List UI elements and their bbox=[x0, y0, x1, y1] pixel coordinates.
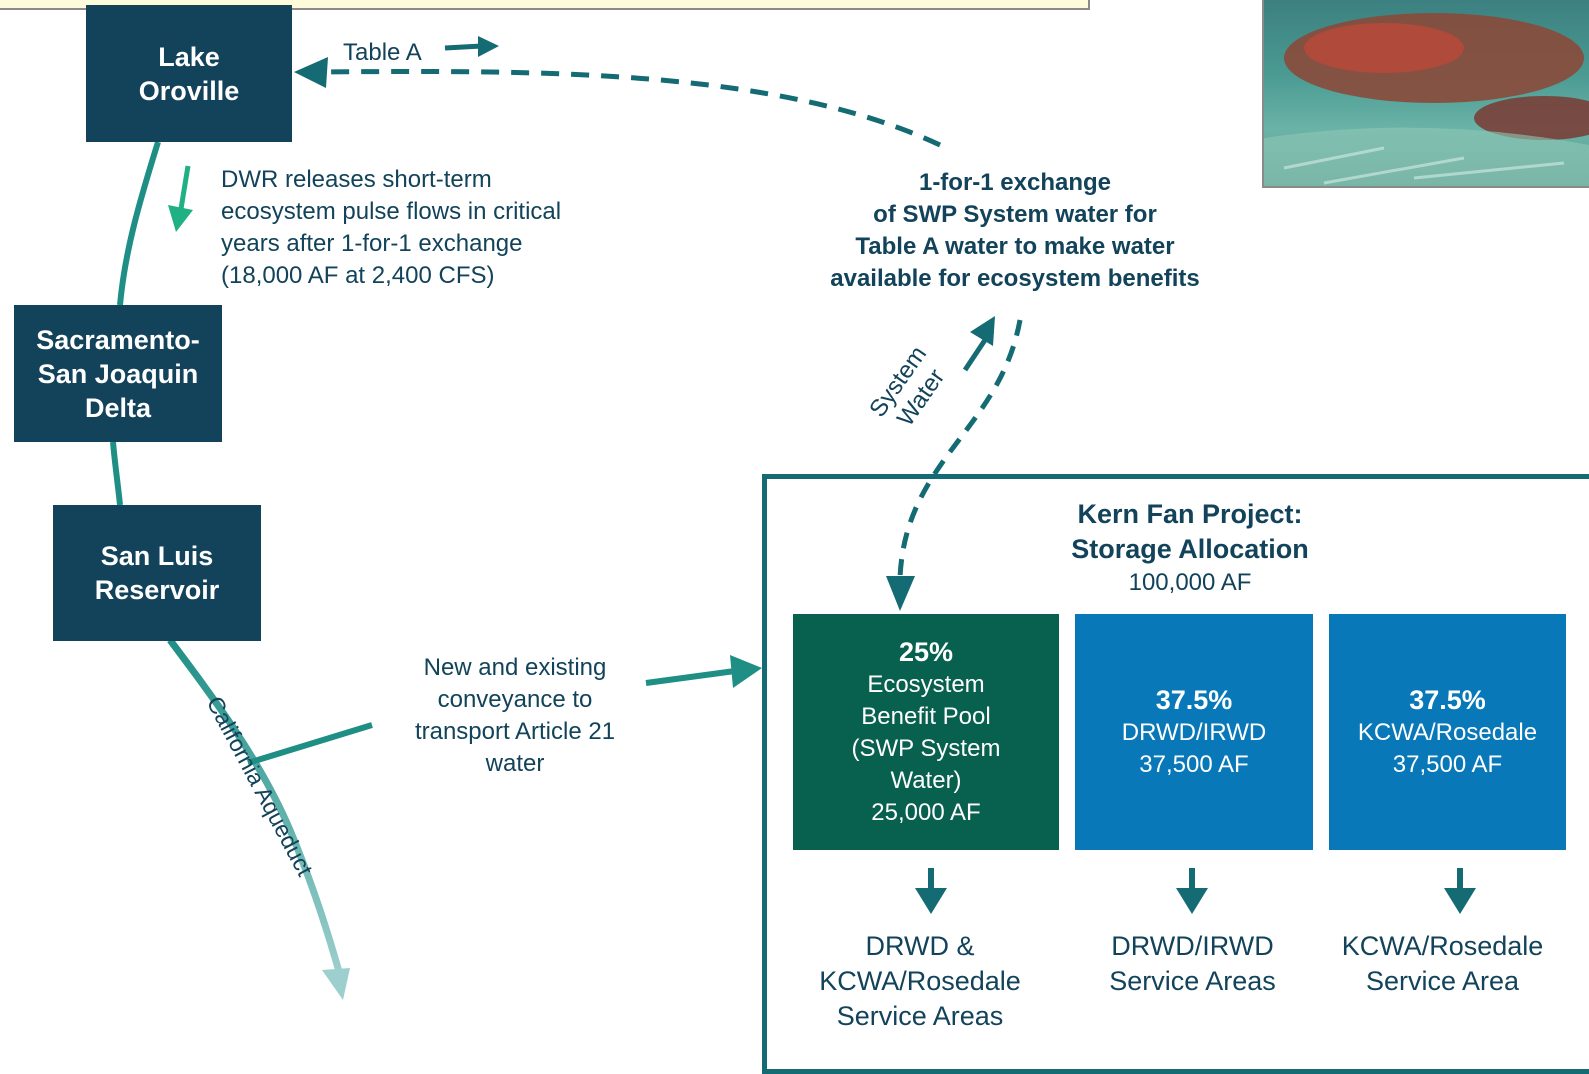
node-lake-oroville-line: Oroville bbox=[138, 75, 240, 106]
service-arrow-3 bbox=[1444, 868, 1476, 914]
pool-line: Water) bbox=[890, 767, 962, 794]
node-delta-line: San Joaquin bbox=[37, 358, 199, 389]
node-lake-oroville: Lake Oroville bbox=[86, 5, 292, 142]
conveyance-branch-line bbox=[247, 722, 373, 766]
pulse-flows-label: DWR releases short-term ecosystem pulse … bbox=[221, 164, 561, 292]
node-delta-line: Sacramento- bbox=[36, 324, 200, 355]
pulse-arrowhead bbox=[168, 205, 193, 232]
pool-percent: 37.5% bbox=[1409, 685, 1486, 715]
pool-ecosystem-benefit: 25% Ecosystem Benefit Pool (SWP System W… bbox=[793, 614, 1059, 850]
service-area-2: DRWD/IRWD Service Areas bbox=[1070, 929, 1315, 999]
conveyance-arrowhead bbox=[730, 655, 762, 688]
system-water-arrowhead-up bbox=[970, 316, 995, 346]
table-a-label-arrow-line bbox=[444, 43, 483, 51]
system-water-up-arrow-line bbox=[962, 338, 988, 372]
flow-connectors bbox=[110, 36, 1476, 1000]
pool-line: Benefit Pool bbox=[861, 703, 991, 730]
pool-line: 25,000 AF bbox=[871, 799, 981, 826]
table-a-label: Table A bbox=[343, 39, 422, 66]
pool-line: Ecosystem bbox=[867, 671, 985, 698]
conveyance-line: transport Article 21 bbox=[414, 718, 616, 745]
node-delta: Sacramento- San Joaquin Delta bbox=[14, 305, 222, 442]
kern-fan-title-line: Kern Fan Project: bbox=[1077, 499, 1303, 529]
service-area-3: KCWA/Rosedale Service Area bbox=[1315, 929, 1570, 999]
california-aqueduct-line bbox=[167, 637, 344, 976]
system-water-arrowhead-down bbox=[886, 576, 915, 611]
pool-line: 37,500 AF bbox=[1139, 751, 1249, 778]
top-banner bbox=[0, 0, 1090, 10]
service-area-line: Service Areas bbox=[1109, 966, 1276, 996]
service-arrow-2 bbox=[1176, 868, 1208, 914]
conveyance-line: water bbox=[485, 750, 545, 777]
exchange-line: of SWP System water for bbox=[873, 201, 1157, 228]
node-delta-line: Delta bbox=[84, 392, 152, 423]
pool-percent: 25% bbox=[898, 637, 954, 667]
conveyance-arrow-line bbox=[645, 668, 736, 686]
service-area-line: Service Area bbox=[1365, 966, 1520, 996]
node-san-luis-line: Reservoir bbox=[94, 575, 220, 605]
river-line bbox=[110, 441, 123, 506]
conveyance-label: New and existing conveyance to transport… bbox=[390, 652, 640, 780]
system-water-dashed-arrow bbox=[897, 319, 1023, 579]
pulse-flows-line: ecosystem pulse flows in critical bbox=[221, 198, 562, 225]
table-a-dashed-arrow bbox=[319, 68, 942, 148]
exchange-line: Table A water to make water bbox=[855, 233, 1175, 260]
node-san-luis-line: San Luis bbox=[100, 541, 214, 571]
node-lake-oroville-line: Lake bbox=[158, 41, 220, 72]
node-san-luis: San Luis Reservoir bbox=[53, 505, 261, 641]
exchange-label: 1-for-1 exchange of SWP System water for… bbox=[790, 167, 1240, 295]
exchange-line: 1-for-1 exchange bbox=[918, 169, 1112, 196]
kern-fan-title: Kern Fan Project: Storage Allocation 100… bbox=[980, 497, 1400, 599]
pulse-flows-line: DWR releases short-term bbox=[221, 166, 492, 193]
pool-kcwa-rosedale: 37.5% KCWA/Rosedale 37,500 AF bbox=[1329, 614, 1566, 850]
pool-line: (SWP System bbox=[851, 735, 1001, 762]
pulse-flows-line: (18,000 AF at 2,400 CFS) bbox=[221, 262, 495, 289]
salmon-icon bbox=[1264, 13, 1589, 186]
table-a-arrowhead bbox=[294, 57, 328, 88]
conveyance-line: New and existing bbox=[423, 654, 607, 681]
service-arrow-1 bbox=[915, 868, 947, 914]
service-area-line: KCWA/Rosedale bbox=[1341, 931, 1544, 961]
pulse-flows-line: years after 1-for-1 exchange bbox=[221, 230, 523, 257]
service-area-line: DRWD & bbox=[865, 931, 975, 961]
pool-line: DRWD/IRWD bbox=[1121, 719, 1267, 746]
service-area-1: DRWD & KCWA/Rosedale Service Areas bbox=[790, 929, 1050, 1034]
pool-line: KCWA/Rosedale bbox=[1357, 719, 1538, 746]
table-a-label-arrowhead bbox=[478, 36, 499, 57]
pool-percent: 37.5% bbox=[1155, 685, 1233, 715]
kern-fan-title-line: Storage Allocation bbox=[1071, 534, 1309, 564]
pool-drwd-irwd: 37.5% DRWD/IRWD 37,500 AF bbox=[1075, 614, 1313, 850]
salmon-photo bbox=[1262, 0, 1589, 188]
aqueduct-arrowhead bbox=[322, 968, 350, 1000]
conveyance-line: conveyance to bbox=[437, 686, 593, 713]
service-area-line: Service Areas bbox=[836, 1001, 1004, 1031]
kern-fan-total: 100,000 AF bbox=[1128, 569, 1252, 596]
pool-line: 37,500 AF bbox=[1392, 751, 1503, 778]
pulse-arrow-line bbox=[177, 165, 191, 216]
service-area-line: DRWD/IRWD bbox=[1111, 931, 1274, 961]
exchange-line: available for ecosystem benefits bbox=[830, 265, 1200, 292]
river-line bbox=[117, 141, 161, 306]
service-area-line: KCWA/Rosedale bbox=[819, 966, 1021, 996]
